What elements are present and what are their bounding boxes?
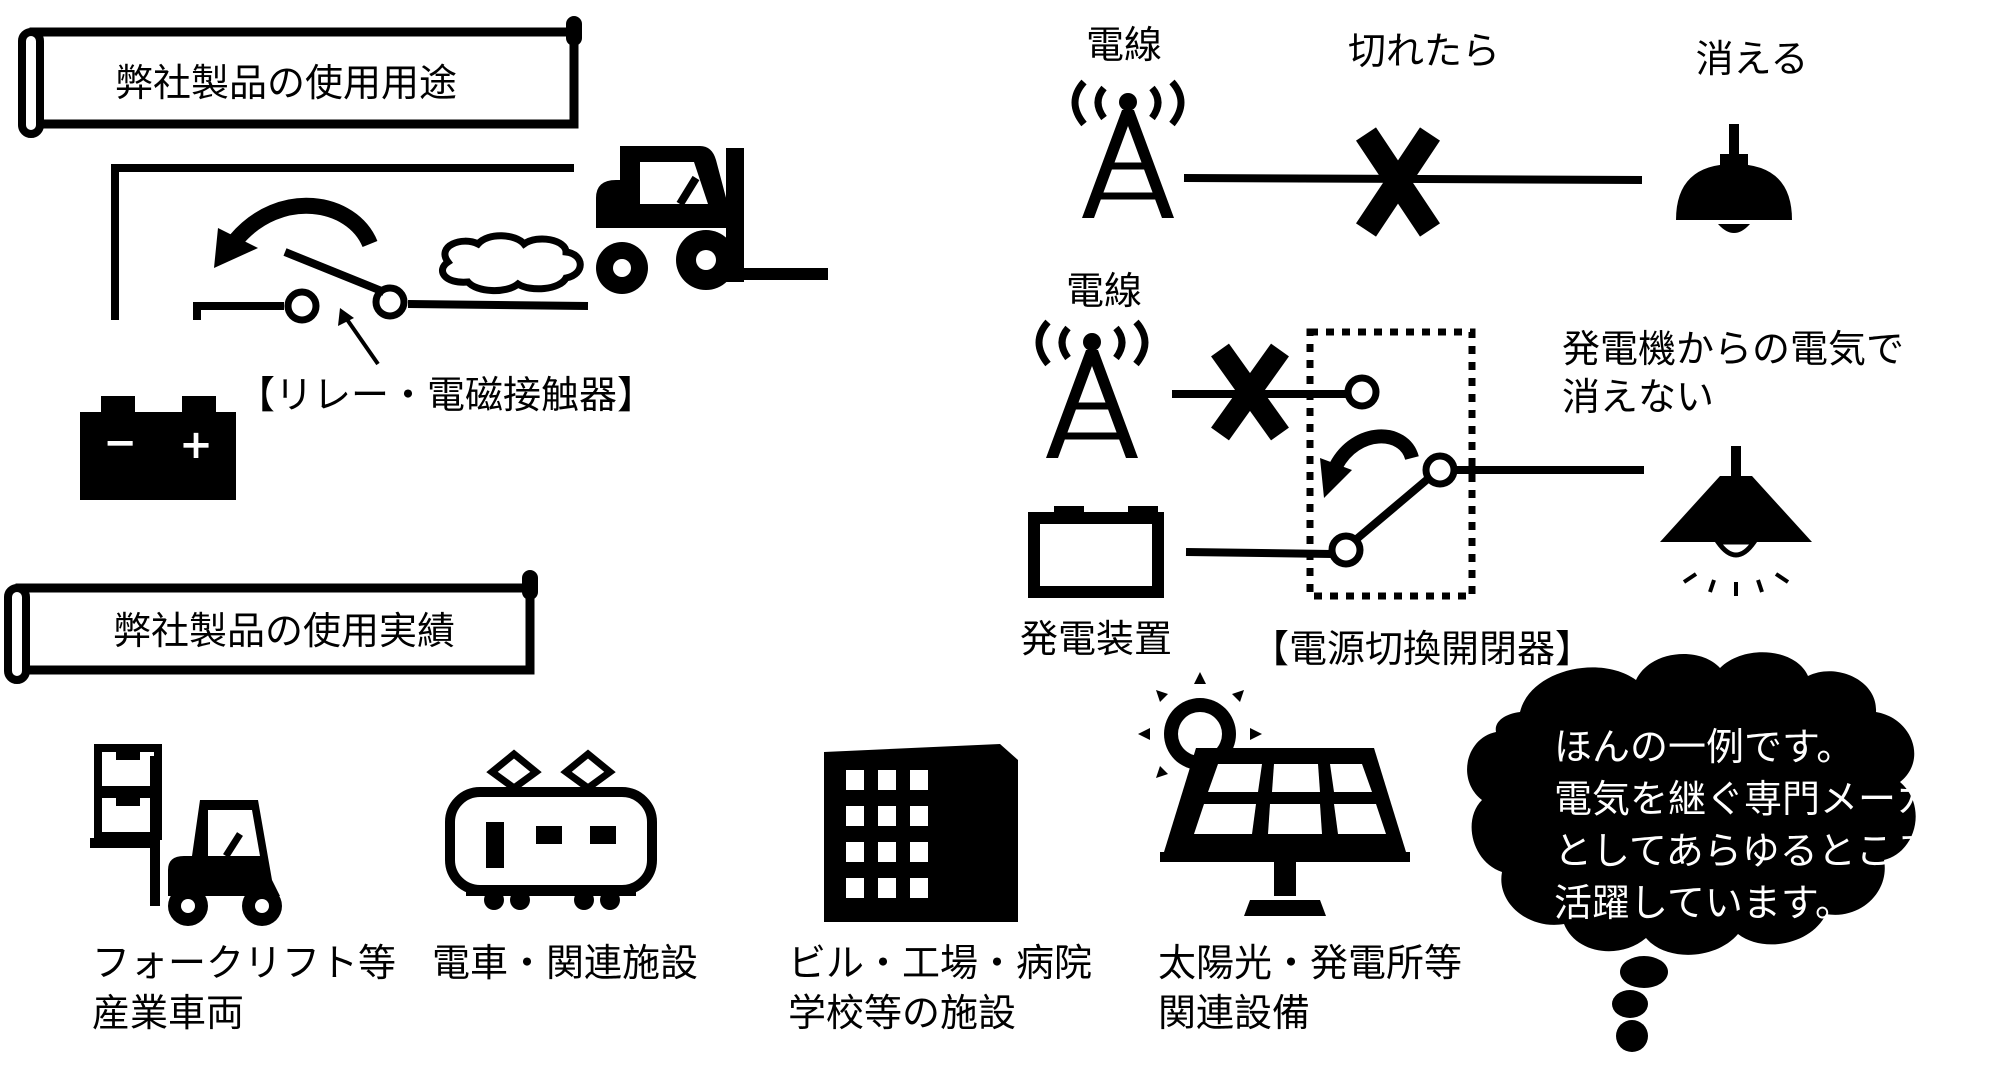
row1-result-label: 消える <box>1696 37 1809 81</box>
row2-result-label-line1: 発電機からの電気で <box>1562 327 1904 371</box>
circuit-wire-right <box>407 300 589 310</box>
switch-contact-common <box>1422 452 1458 488</box>
switch-curved-arrow-icon <box>1329 429 1419 470</box>
example-label-line2: 学校等の施設 <box>788 991 1016 1035</box>
relay-switch-lever <box>283 248 386 296</box>
cross-break-icon-2 <box>1211 343 1289 441</box>
cross-break-icon <box>1356 127 1440 237</box>
switch-contact-upper <box>1344 374 1380 410</box>
battery-icon: − + <box>80 396 236 500</box>
relay-contact-left <box>284 288 320 324</box>
record-title: 弊社製品の使用実績 <box>113 609 455 653</box>
circuit-wire-top <box>111 164 574 320</box>
smoke-cloud-icon <box>439 232 584 294</box>
relay-contact-right <box>372 284 408 320</box>
row1-source-label: 電線 <box>1086 23 1162 67</box>
relay-section: − + 【リレー・電磁接触器】 <box>80 146 828 500</box>
forklift-icon <box>596 146 828 294</box>
bubble-line4: 活躍しています。 <box>1554 881 1853 925</box>
lamp-off-icon <box>1676 124 1792 233</box>
train-icon <box>445 749 657 910</box>
example-label-line2: 関連設備 <box>1158 991 1310 1035</box>
pointer-arrow <box>344 316 380 366</box>
circuit-wire-left <box>193 302 284 320</box>
bubble-line2: 電気を継ぐ専門メーカー <box>1554 777 1972 821</box>
switch-label: 【電源切換開閉器】 <box>1251 627 1593 671</box>
example-solar: 太陽光・発電所等 関連設備 <box>1138 672 1462 1035</box>
relay-label: 【リレー・電磁接触器】 <box>237 373 655 417</box>
battery-minus-label: − <box>103 420 137 466</box>
row1-cut-label: 切れたら <box>1348 29 1500 73</box>
transfer-switch-box <box>1306 328 1476 600</box>
row2-source-label: 電線 <box>1066 269 1142 313</box>
example-train: 電車・関連施設 <box>432 749 698 985</box>
example-label-line1: 太陽光・発電所等 <box>1158 941 1462 985</box>
lamp-on-icon <box>1660 446 1812 596</box>
thought-bubble: ほんの一例です。 電気を継ぐ専門メーカー としてあらゆるところで 活躍しています… <box>1467 652 1972 1052</box>
row2-result-label-line2: 消えない <box>1562 375 1714 419</box>
example-label-line1: 電車・関連施設 <box>432 941 698 985</box>
building-icon <box>824 744 1018 922</box>
example-label-line1: フォークリフト等 <box>92 941 396 985</box>
battery-plus-label: + <box>179 422 213 468</box>
generator-icon <box>1028 506 1164 598</box>
bubble-line3: としてあらゆるところで <box>1554 829 1970 873</box>
solar-panel-icon <box>1160 748 1410 916</box>
forklift-boxes-icon <box>90 744 282 926</box>
transfer-switch-lever <box>1343 468 1439 552</box>
example-label-line1: ビル・工場・病院 <box>788 941 1092 985</box>
generator-label: 発電装置 <box>1020 617 1172 661</box>
curved-arrow-icon <box>229 197 378 248</box>
example-label-line2: 産業車両 <box>92 991 244 1035</box>
record-title-banner: 弊社製品の使用実績 <box>4 570 538 684</box>
usage-title-banner: 弊社製品の使用用途 <box>18 16 582 138</box>
power-tower-icon <box>1071 79 1185 218</box>
switch-contact-lower <box>1328 532 1364 568</box>
example-building: ビル・工場・病院 学校等の施設 <box>788 744 1092 1035</box>
power-tower-icon-2 <box>1035 319 1149 458</box>
usage-title: 弊社製品の使用用途 <box>115 61 457 105</box>
power-line-section: 電線 切れたら 消える 電線 <box>1020 23 1904 671</box>
bubble-line1: ほんの一例です。 <box>1554 725 1854 769</box>
example-forklift: フォークリフト等 産業車両 <box>90 744 396 1035</box>
row2-wire-generator <box>1185 548 1333 558</box>
